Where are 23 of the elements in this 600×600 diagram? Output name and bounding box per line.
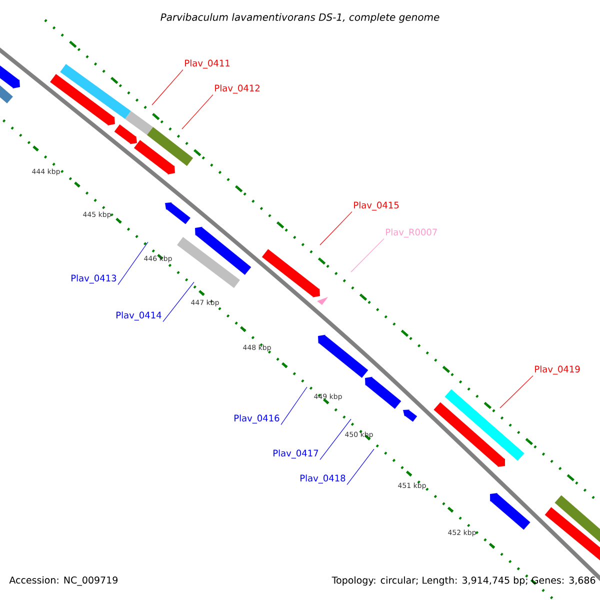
gene-label: Plav_0413 <box>72 274 116 284</box>
gene-label: Plav_0415 <box>354 202 399 210</box>
leader-line <box>320 211 352 246</box>
accession-text: Accession: NC_009719 <box>9 576 118 586</box>
leader-line <box>500 375 534 408</box>
leader-line <box>182 94 214 130</box>
leader-line <box>320 418 352 460</box>
leader-line <box>152 69 184 106</box>
title: Parvibaculum lavamentivorans DS-1, complete genome <box>160 13 440 23</box>
leader-line <box>118 242 148 285</box>
leader-line <box>346 448 374 485</box>
leader-line <box>280 386 308 425</box>
leader-line <box>162 282 194 322</box>
gene-label: Plav_0411 <box>185 60 230 68</box>
leader-line <box>350 238 384 272</box>
genome-info-text: Topology: circular; Length: 3,914,745 bp; Genes: 3,686 <box>332 576 596 586</box>
gene-label: Plav_0414 <box>116 312 162 320</box>
gene-label: Plav_0418 <box>300 474 346 484</box>
gene-label: Plav_0412 <box>215 84 260 94</box>
gene-label: Plav_0417 <box>274 450 318 458</box>
gene-label: Plav_0416 <box>234 414 280 424</box>
gene-label: Plav_R0007 <box>386 228 437 238</box>
gene-label: Plav_0419 <box>535 366 580 374</box>
